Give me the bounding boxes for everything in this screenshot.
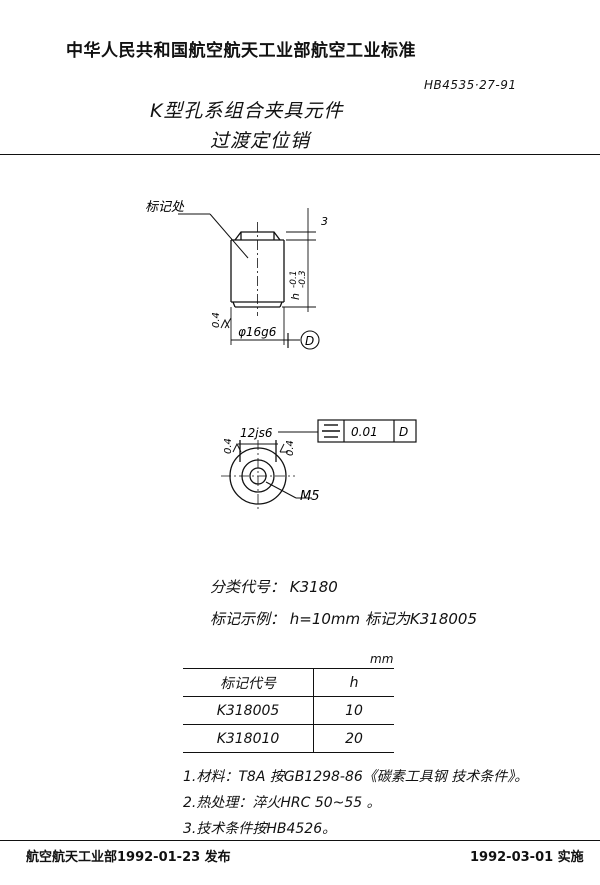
thread-label: M5 [300,489,320,504]
dim-tol-lower: -0.3 [298,270,308,288]
specification-table: 标记代号 h K318005 10 K318010 20 [183,668,394,753]
header-h: h [313,668,394,697]
cell-mark-code: K318005 [183,696,314,725]
note-technical-conditions: 3.技术条件按HB4526。 [183,821,337,837]
header-mark-code: 标记代号 [183,668,314,697]
cell-h: 20 [313,724,394,753]
pin-side-view [230,222,285,316]
table-unit: mm [370,652,394,666]
table-row: K318010 20 [183,724,394,753]
roughness-value-top: 0.4 [223,438,234,454]
issuing-organization: 中华人民共和国航空航天工业部航空工业标准 [66,41,416,61]
mark-location-label: 标记处 [145,200,185,215]
effective-date: 1992-03-01 实施 [470,850,584,865]
table-header-row: 标记代号 h [183,668,394,697]
header-rule [0,154,600,155]
datum-d-label: D [305,334,314,348]
diameter-label: φ16g6 [238,325,277,339]
symmetry-datum: D [399,425,408,439]
note-material: 1.材料：T8A 按GB1298-86《碳素工具钢 技术条件》。 [183,769,529,785]
roughness-value-left: 0.4 [211,312,222,328]
issue-date: 航空航天工业部1992-01-23 发布 [26,850,231,865]
marking-example: 标记示例： h=10mm 标记为K318005 [210,610,478,628]
technical-drawing: 标记处 3 h -0.1 -0.3 0.4 φ16g6 D 12js6 0.4 … [145,200,417,512]
width-dimension: 12js6 [240,426,273,440]
classification-code: 分类代号： K3180 [210,578,338,596]
dim-height-h: h [289,293,302,300]
document-title: K型孔系组合夹具元件 [150,100,344,122]
cell-mark-code: K318010 [183,724,314,753]
dim-top-3: 3 [321,215,328,228]
table-row: K318005 10 [183,696,394,725]
document-subtitle: 过渡定位销 [210,130,311,152]
cell-h: 10 [313,696,394,725]
pin-top-view [221,440,295,512]
symmetry-tolerance: 0.01 [351,425,378,439]
roughness-value-side: 0.4 [285,440,296,456]
note-heat-treatment: 2.热处理：淬火HRC 50~55 。 [183,795,381,811]
standard-code: HB4535·27-91 [424,78,517,92]
dim-tol-upper: -0.1 [289,270,299,288]
footer-rule [0,840,600,841]
